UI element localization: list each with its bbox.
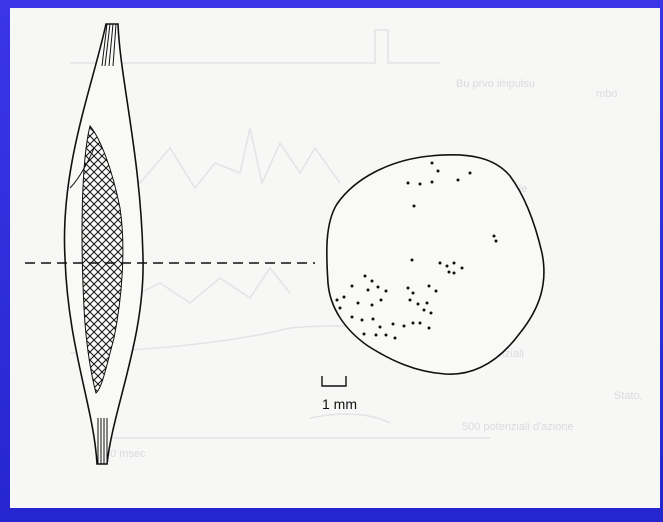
scale-bar-label: 1 mm [322,396,357,412]
scale-bar [322,376,346,386]
cross-section-outline [327,155,544,374]
muscle-diagram [10,8,660,508]
figure-area: Bu prvo impulsu mbo 1 potenziale 10 pote… [10,8,660,508]
